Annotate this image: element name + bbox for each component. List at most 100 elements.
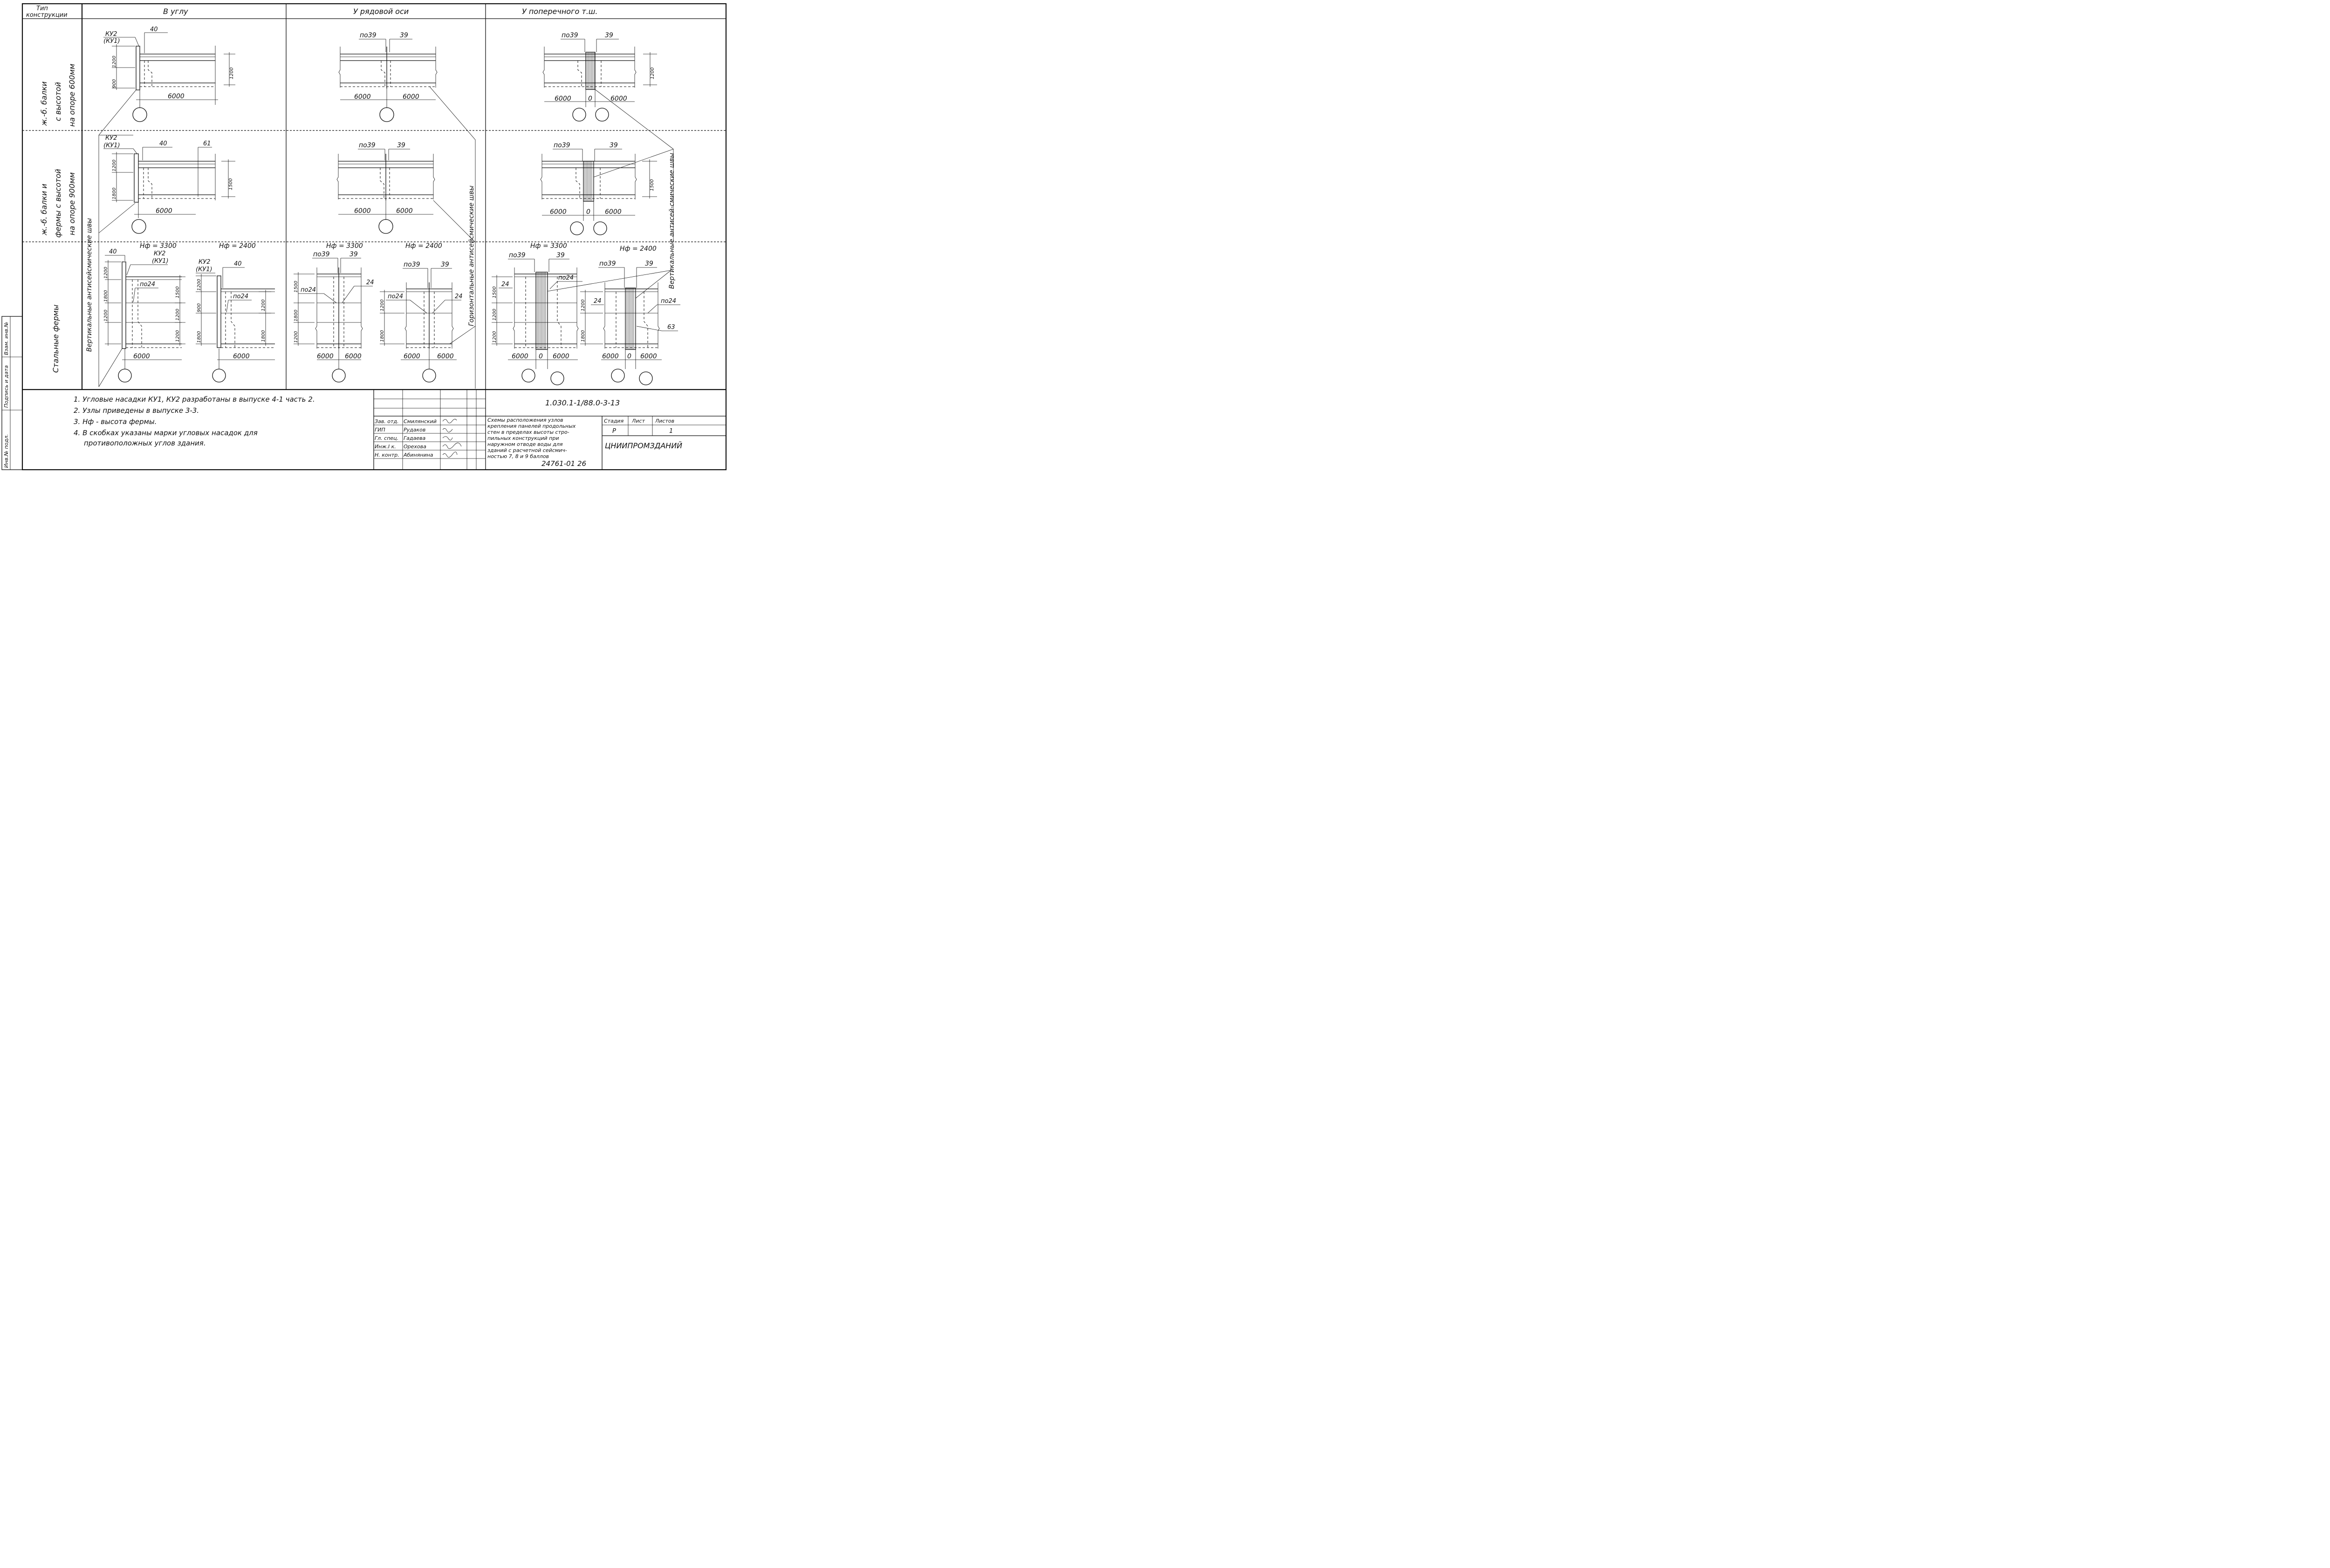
r1a-6000-l: 6000 <box>354 93 371 101</box>
r3a-39b: 39 <box>441 261 449 268</box>
r3c-dim-1800c: 1800 <box>261 330 266 342</box>
r2-axis-scheme: по39 39 6000 6000 <box>336 142 435 234</box>
r2c-40: 40 <box>159 140 167 147</box>
row-labels: ж.-б. балки с высотой на опоре 600мм ж.-… <box>40 64 76 373</box>
r3c-dim-1200c: 1200 <box>175 309 180 321</box>
role-5: Н. контр. <box>375 452 399 458</box>
r3a-po24: по24 <box>301 287 316 294</box>
r3t-63: 63 <box>667 324 675 331</box>
sheets-label: Листов <box>655 418 674 424</box>
r1c-dim-1200: 1200 <box>112 56 117 68</box>
r3c-40a: 40 <box>109 248 117 255</box>
r3t-dim-1800: 1800 <box>581 330 586 342</box>
r3c-ku2a: КУ2 <box>154 250 165 257</box>
r3c-dim-1200f: 1200 <box>261 300 266 311</box>
r3a-24: 24 <box>366 279 374 286</box>
organization: ЦНИИПРОМЗДАНИЙ <box>605 441 682 450</box>
r3t-6000-l: 6000 <box>512 353 528 360</box>
title-line-7: ностью 7, 8 и 9 баллов <box>487 453 549 459</box>
r3-transverse-scheme-b: Нф = 2400 1200 1800 по39 39 24 по24 63 <box>580 245 680 385</box>
table-header: Тип конструкции В углу У рядовой оси У п… <box>26 5 598 19</box>
note-1: 1. Угловые насадки КУ1, КУ2 разработаны … <box>74 395 315 404</box>
r3a-dim-1200: 1200 <box>294 331 299 343</box>
r1t-6000-l: 6000 <box>555 95 571 103</box>
r3a-dim-1200b: 1200 <box>380 300 385 311</box>
r2-corner-scheme: 1200 1800 1500 6000 КУ2 (КУ1) 40 61 <box>103 135 235 234</box>
name-2: Рудаков <box>404 427 425 433</box>
r1c-dim-900: 900 <box>112 79 117 88</box>
note-3: 3. Нф - высота фермы. <box>74 418 157 426</box>
r1c-dim-6000: 6000 <box>168 93 185 100</box>
r3t-po39: по39 <box>509 252 526 259</box>
r2t-node-marker-r <box>593 221 607 235</box>
seam-callouts: Вертикальные антисейсмические швы Горизо… <box>86 86 676 389</box>
r3c-6000b: 6000 <box>233 353 250 360</box>
r3c-dim-1200e: 1200 <box>197 279 202 291</box>
row2-label-1: ж.-б. балки и <box>40 184 48 236</box>
r3c-node-marker-a <box>118 369 132 383</box>
r3t-node-marker-ar <box>550 371 564 385</box>
r3c-dim-1500a: 1500 <box>175 287 180 298</box>
r2c-ku1: (КУ1) <box>103 142 120 149</box>
r3t-dim-1200: 1200 <box>492 309 497 321</box>
r2c-61: 61 <box>203 140 211 147</box>
r3a-6000-lb: 6000 <box>404 353 420 360</box>
r3a-6000-r: 6000 <box>345 353 362 360</box>
r2t-dim-1500: 1500 <box>650 179 655 191</box>
r2a-6000-r: 6000 <box>396 207 413 215</box>
title-line-4: пильных конструкций при <box>487 435 559 441</box>
r3t-node-marker-br <box>639 371 653 385</box>
r3a-dim-1800: 1800 <box>294 310 299 322</box>
stage-label: Стадия <box>604 418 624 424</box>
r3t-39: 39 <box>556 252 565 259</box>
title-line-1: Схемы расположения узлов <box>487 417 563 423</box>
r3a-node-marker-b <box>422 369 436 383</box>
r2t-node-marker-l <box>570 221 584 235</box>
title-line-6: зданий с расчетной сейсмич- <box>487 447 567 453</box>
header-transverse: У поперечного т.ш. <box>522 7 598 16</box>
sheet-frame <box>21 3 727 471</box>
role-4: Инж.I к. <box>375 444 396 450</box>
name-3: Гадаева <box>404 435 425 441</box>
r3-axis-scheme-b: Нф = 2400 1200 1800 по39 39 по24 24 6000… <box>380 242 463 383</box>
r2t-zero: 0 <box>586 208 590 216</box>
r3a-hf2400: Нф = 2400 <box>405 242 442 250</box>
row2-label-3: на опоре 900мм <box>68 172 76 235</box>
r3t-6000-rb: 6000 <box>640 353 657 360</box>
r3t-6000-r: 6000 <box>553 353 569 360</box>
r1c-dim-1200b: 1200 <box>229 68 234 79</box>
note-2: 2. Узлы приведены в выпуске 3-3. <box>74 406 199 415</box>
r3a-6000-rb: 6000 <box>437 353 454 360</box>
horizontal-seams-label: Горизонтальные антисейсмические швы <box>468 185 475 326</box>
r3a-dim-1500: 1500 <box>294 281 299 293</box>
r3t-39b: 39 <box>645 260 653 267</box>
r3t-dim-1500: 1500 <box>492 287 497 298</box>
r3c-dim-900: 900 <box>197 303 202 312</box>
role-2: ГИП <box>375 427 385 433</box>
r1a-39: 39 <box>400 32 408 39</box>
r3t-24b: 24 <box>594 298 602 305</box>
r1t-node-marker-r <box>595 108 609 122</box>
r1a-6000-r: 6000 <box>403 93 419 101</box>
r3c-ku2b: КУ2 <box>199 259 210 266</box>
r3t-6000-lb: 6000 <box>602 353 619 360</box>
row1-label-2: с высотой <box>54 82 62 121</box>
r3t-node-marker-al <box>521 369 535 383</box>
r3t-po39b: по39 <box>599 260 616 267</box>
row1-label-3: на опоре 600мм <box>68 64 76 127</box>
r1t-zero: 0 <box>588 95 592 103</box>
sidebar-stamp: Взам. инв.№ Подпись и дата Инв.№ подл. <box>1 316 23 470</box>
r3a-39: 39 <box>350 251 358 258</box>
r3c-ku1a: (КУ1) <box>152 258 169 265</box>
title-line-5: наружном отводе воды для <box>487 441 563 447</box>
r3a-hf3300: Нф = 3300 <box>326 242 363 250</box>
r3a-dim-1800b: 1800 <box>380 330 385 342</box>
r2c-dim-1500: 1500 <box>228 178 233 190</box>
note-5: противоположных углов здания. <box>84 439 206 447</box>
r3a-po39: по39 <box>313 251 330 258</box>
r2a-39: 39 <box>397 142 405 149</box>
r3a-24b: 24 <box>455 293 463 300</box>
sheet-label: Лист <box>631 418 645 424</box>
drawing-code: 1.030.1-1/88.0-3-13 <box>545 398 620 407</box>
r2c-dim-1800: 1800 <box>112 188 117 199</box>
